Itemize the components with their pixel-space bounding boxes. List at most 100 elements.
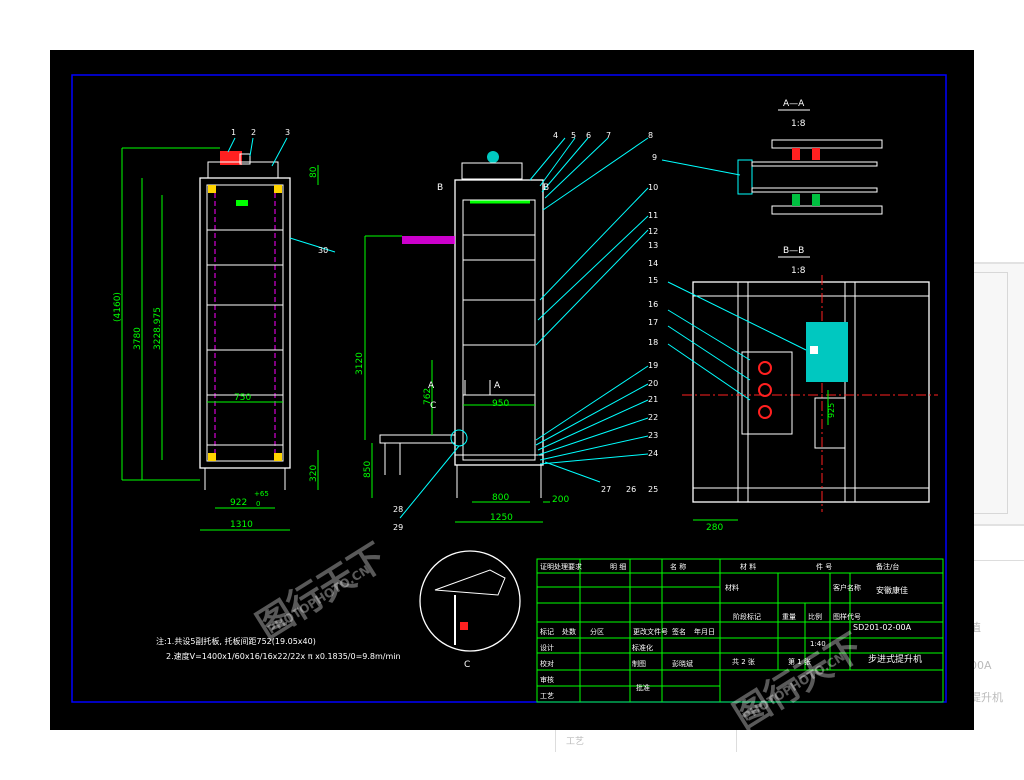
tb-customer-label: 客户名称 <box>833 583 861 592</box>
balloon-6: 6 <box>586 131 591 140</box>
title-block-outline <box>536 558 944 703</box>
leader-12 <box>535 229 649 346</box>
bb-sprocket-1 <box>758 361 772 375</box>
bb-gearbox <box>741 351 793 435</box>
balloon-26: 26 <box>626 485 636 494</box>
leader-9 <box>661 159 741 176</box>
tb-design-label: 设计 <box>540 643 554 652</box>
front-frame-inner <box>206 184 284 462</box>
aa-roller-3 <box>792 194 800 206</box>
balloon-10: 10 <box>648 183 658 192</box>
detail-c-view <box>419 550 521 652</box>
balloon-30: 30 <box>318 246 328 255</box>
tb-header-1: 明 细 <box>610 562 626 571</box>
tb-process-label: 工艺 <box>540 692 554 700</box>
leader-5 <box>539 137 576 187</box>
leader-23 <box>539 435 649 461</box>
balloon-16: 16 <box>648 300 658 309</box>
bb-reducer <box>814 397 846 449</box>
leader-17 <box>667 325 751 381</box>
sprocket-bl <box>208 453 216 461</box>
sprocket-tl <box>208 185 216 193</box>
tb-row-h4: 签名 <box>672 627 686 636</box>
balloon-23: 23 <box>648 431 658 440</box>
aa-rail-top <box>751 161 878 167</box>
leader-30 <box>289 237 336 253</box>
drawing-frame <box>71 74 947 703</box>
dim-3228: 3228.975 <box>153 307 163 350</box>
aa-rail-bottom <box>751 187 878 193</box>
front-view <box>121 137 336 531</box>
balloon-9: 9 <box>652 153 657 162</box>
detail-c-roller <box>460 622 468 630</box>
drawing-sheet: (4160) 3780 3228.975 80 320 750 922 +65 … <box>50 50 974 737</box>
balloon-1: 1 <box>231 128 236 137</box>
dim-922: 922 <box>230 498 247 508</box>
tb-approve-label: 批准 <box>636 683 650 692</box>
balloon-27: 27 <box>601 485 611 494</box>
dim-tol-lower: 0 <box>256 500 260 508</box>
dim-1250: 1250 <box>490 513 513 523</box>
leader-10 <box>539 187 649 301</box>
leader-16 <box>667 309 751 361</box>
tb-sheet-no: 第 1 张 <box>788 657 811 666</box>
tb-row-h3: 更改文件号 <box>633 627 668 636</box>
leader-11 <box>537 215 649 321</box>
tb-header-4: 件 号 <box>816 562 832 571</box>
leader-22 <box>537 417 649 456</box>
aa-roller-4 <box>812 194 820 206</box>
dim-800: 800 <box>492 493 509 503</box>
leader-3 <box>271 137 288 167</box>
sprocket-br <box>274 453 282 461</box>
balloon-8: 8 <box>648 131 653 140</box>
balloon-20: 20 <box>648 379 658 388</box>
balloon-12: 12 <box>648 227 658 236</box>
motor-housing <box>239 153 251 165</box>
dim-320: 320 <box>309 465 319 482</box>
ghost-label-3: 提升机 <box>970 691 1003 704</box>
title-block <box>536 558 944 703</box>
tb-header-3: 材 料 <box>740 562 756 571</box>
dim-750: 750 <box>234 393 251 403</box>
balloon-11: 11 <box>648 211 658 220</box>
dim-925: 925 <box>827 403 836 418</box>
tb-check-label: 校对 <box>540 659 554 668</box>
detail-c-label: C <box>464 660 470 670</box>
tb-header-0: 证明处理要求 <box>540 562 582 571</box>
side-motor <box>487 151 499 163</box>
dim-tol-upper: +65 <box>254 490 269 498</box>
leader-24 <box>539 453 649 465</box>
side-frame <box>454 179 544 466</box>
leader-7 <box>544 137 609 199</box>
dim-850: 850 <box>363 461 373 478</box>
leader-6 <box>541 137 589 193</box>
ghost-bottom-cell: 工艺 <box>555 728 737 752</box>
leader-28-29 <box>399 445 460 519</box>
tb-row-h1: 处数 <box>562 627 576 636</box>
tb-stage-label: 阶段标记 <box>733 612 761 621</box>
balloon-5: 5 <box>571 131 576 140</box>
dim-3780: 3780 <box>133 327 143 350</box>
tb-review-label: 审核 <box>540 675 554 684</box>
detail-c-bracket <box>434 569 506 596</box>
section-bb-view <box>667 256 938 521</box>
balloon-3: 3 <box>285 128 290 137</box>
view-mark-b-left: B <box>437 183 443 193</box>
section-bb-scale: 1:8 <box>791 266 806 276</box>
leader-4 <box>529 137 566 181</box>
balloon-29: 29 <box>393 523 403 532</box>
bb-motor-terminal <box>810 346 818 354</box>
tb-scale-label: 比例 <box>808 612 822 621</box>
leader-20 <box>535 383 649 446</box>
output-conveyor <box>379 434 456 444</box>
tb-drawing-no: SD201-02-00A <box>853 623 912 632</box>
tb-scale-value: 1:40 <box>810 640 826 648</box>
tb-header-5: 备注/台 <box>876 562 899 571</box>
tb-drawing-no-label: 图样代号 <box>833 612 861 621</box>
input-conveyor <box>402 236 455 244</box>
dim-4160: (4160) <box>113 292 123 322</box>
ghost-title-block: 值 00A 提升机 <box>940 560 1024 711</box>
part-balloons: 1 2 3 4 5 6 7 8 9 10 11 12 13 14 15 16 1… <box>231 128 658 532</box>
balloon-13: 13 <box>648 241 658 250</box>
balloon-15: 15 <box>648 276 658 285</box>
